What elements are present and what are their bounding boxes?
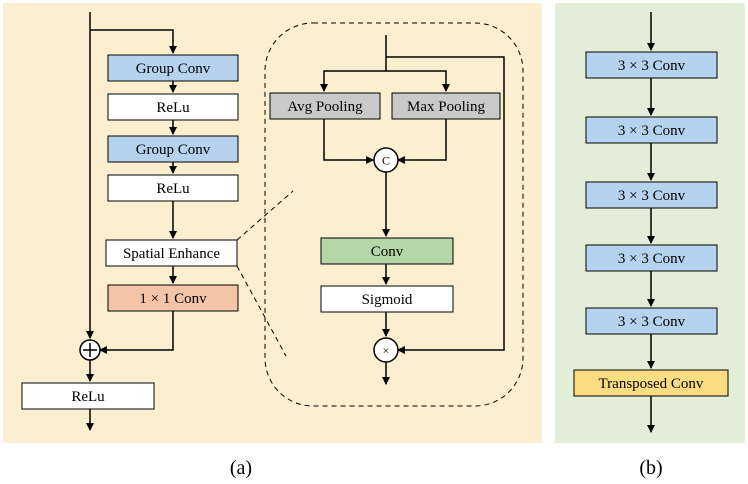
- conv3-layer-2-label: 3 × 3 Conv: [618, 123, 686, 139]
- multiply-node: ×: [373, 337, 399, 363]
- multiply-symbol: ×: [383, 344, 390, 358]
- group-conv-1-box: Group Conv: [107, 54, 239, 82]
- max-pooling-label: Max Pooling: [407, 99, 485, 115]
- panel-b-caption: (b): [639, 457, 662, 479]
- relu-2-box: ReLu: [107, 174, 239, 202]
- avg-pooling-box: Avg Pooling: [269, 92, 381, 120]
- relu-2-label: ReLu: [156, 181, 190, 197]
- conv3-layer-3: 3 × 3 Conv: [585, 181, 718, 209]
- conv3-layer-3-label: 3 × 3 Conv: [618, 188, 686, 204]
- conv3-layer-4-label: 3 × 3 Conv: [618, 251, 686, 267]
- panel-a-background: [3, 3, 542, 443]
- group-conv-2-box: Group Conv: [107, 135, 239, 163]
- relu-1-box: ReLu: [107, 93, 239, 121]
- panel-a-caption: (a): [230, 457, 252, 479]
- add-node: [79, 339, 101, 361]
- conv3-layer-5: 3 × 3 Conv: [585, 307, 718, 335]
- panel-a-connectors: [86, 12, 177, 431]
- group-conv-1-label: Group Conv: [136, 61, 211, 77]
- conv3-layer-4: 3 × 3 Conv: [585, 244, 718, 272]
- spatial-enhance-label: Spatial Enhance: [123, 246, 220, 262]
- detail-connectors: [320, 35, 505, 385]
- conv3-layer-5-label: 3 × 3 Conv: [618, 314, 686, 330]
- group-conv-2-label: Group Conv: [136, 142, 211, 158]
- conv3-layer-2: 3 × 3 Conv: [585, 116, 718, 144]
- spatial-enhance-detail-frame: [264, 22, 524, 407]
- max-pooling-box: Max Pooling: [391, 92, 501, 120]
- zoom-guide: [236, 22, 524, 407]
- transposed-conv-label: Transposed Conv: [599, 376, 704, 392]
- transposed-conv-box: Transposed Conv: [573, 369, 729, 397]
- sigmoid-label: Sigmoid: [362, 292, 413, 308]
- sigmoid-box: Sigmoid: [320, 285, 454, 313]
- conv3-layer-1-label: 3 × 3 Conv: [618, 58, 686, 74]
- avg-pooling-label: Avg Pooling: [287, 99, 363, 115]
- conv-box: Conv: [320, 237, 454, 265]
- conv3-layer-1: 3 × 3 Conv: [585, 51, 718, 79]
- relu-out-label: ReLu: [71, 389, 105, 405]
- concat-symbol: C: [382, 154, 390, 168]
- relu-out-box: ReLu: [21, 382, 155, 410]
- relu-1-label: ReLu: [156, 100, 190, 116]
- spatial-enhance-box: Spatial Enhance: [105, 239, 238, 267]
- conv-1x1-box: 1 × 1 Conv: [107, 284, 239, 312]
- conv-1x1-label: 1 × 1 Conv: [139, 291, 207, 307]
- conv-label: Conv: [371, 244, 404, 260]
- concat-node: C: [373, 147, 399, 173]
